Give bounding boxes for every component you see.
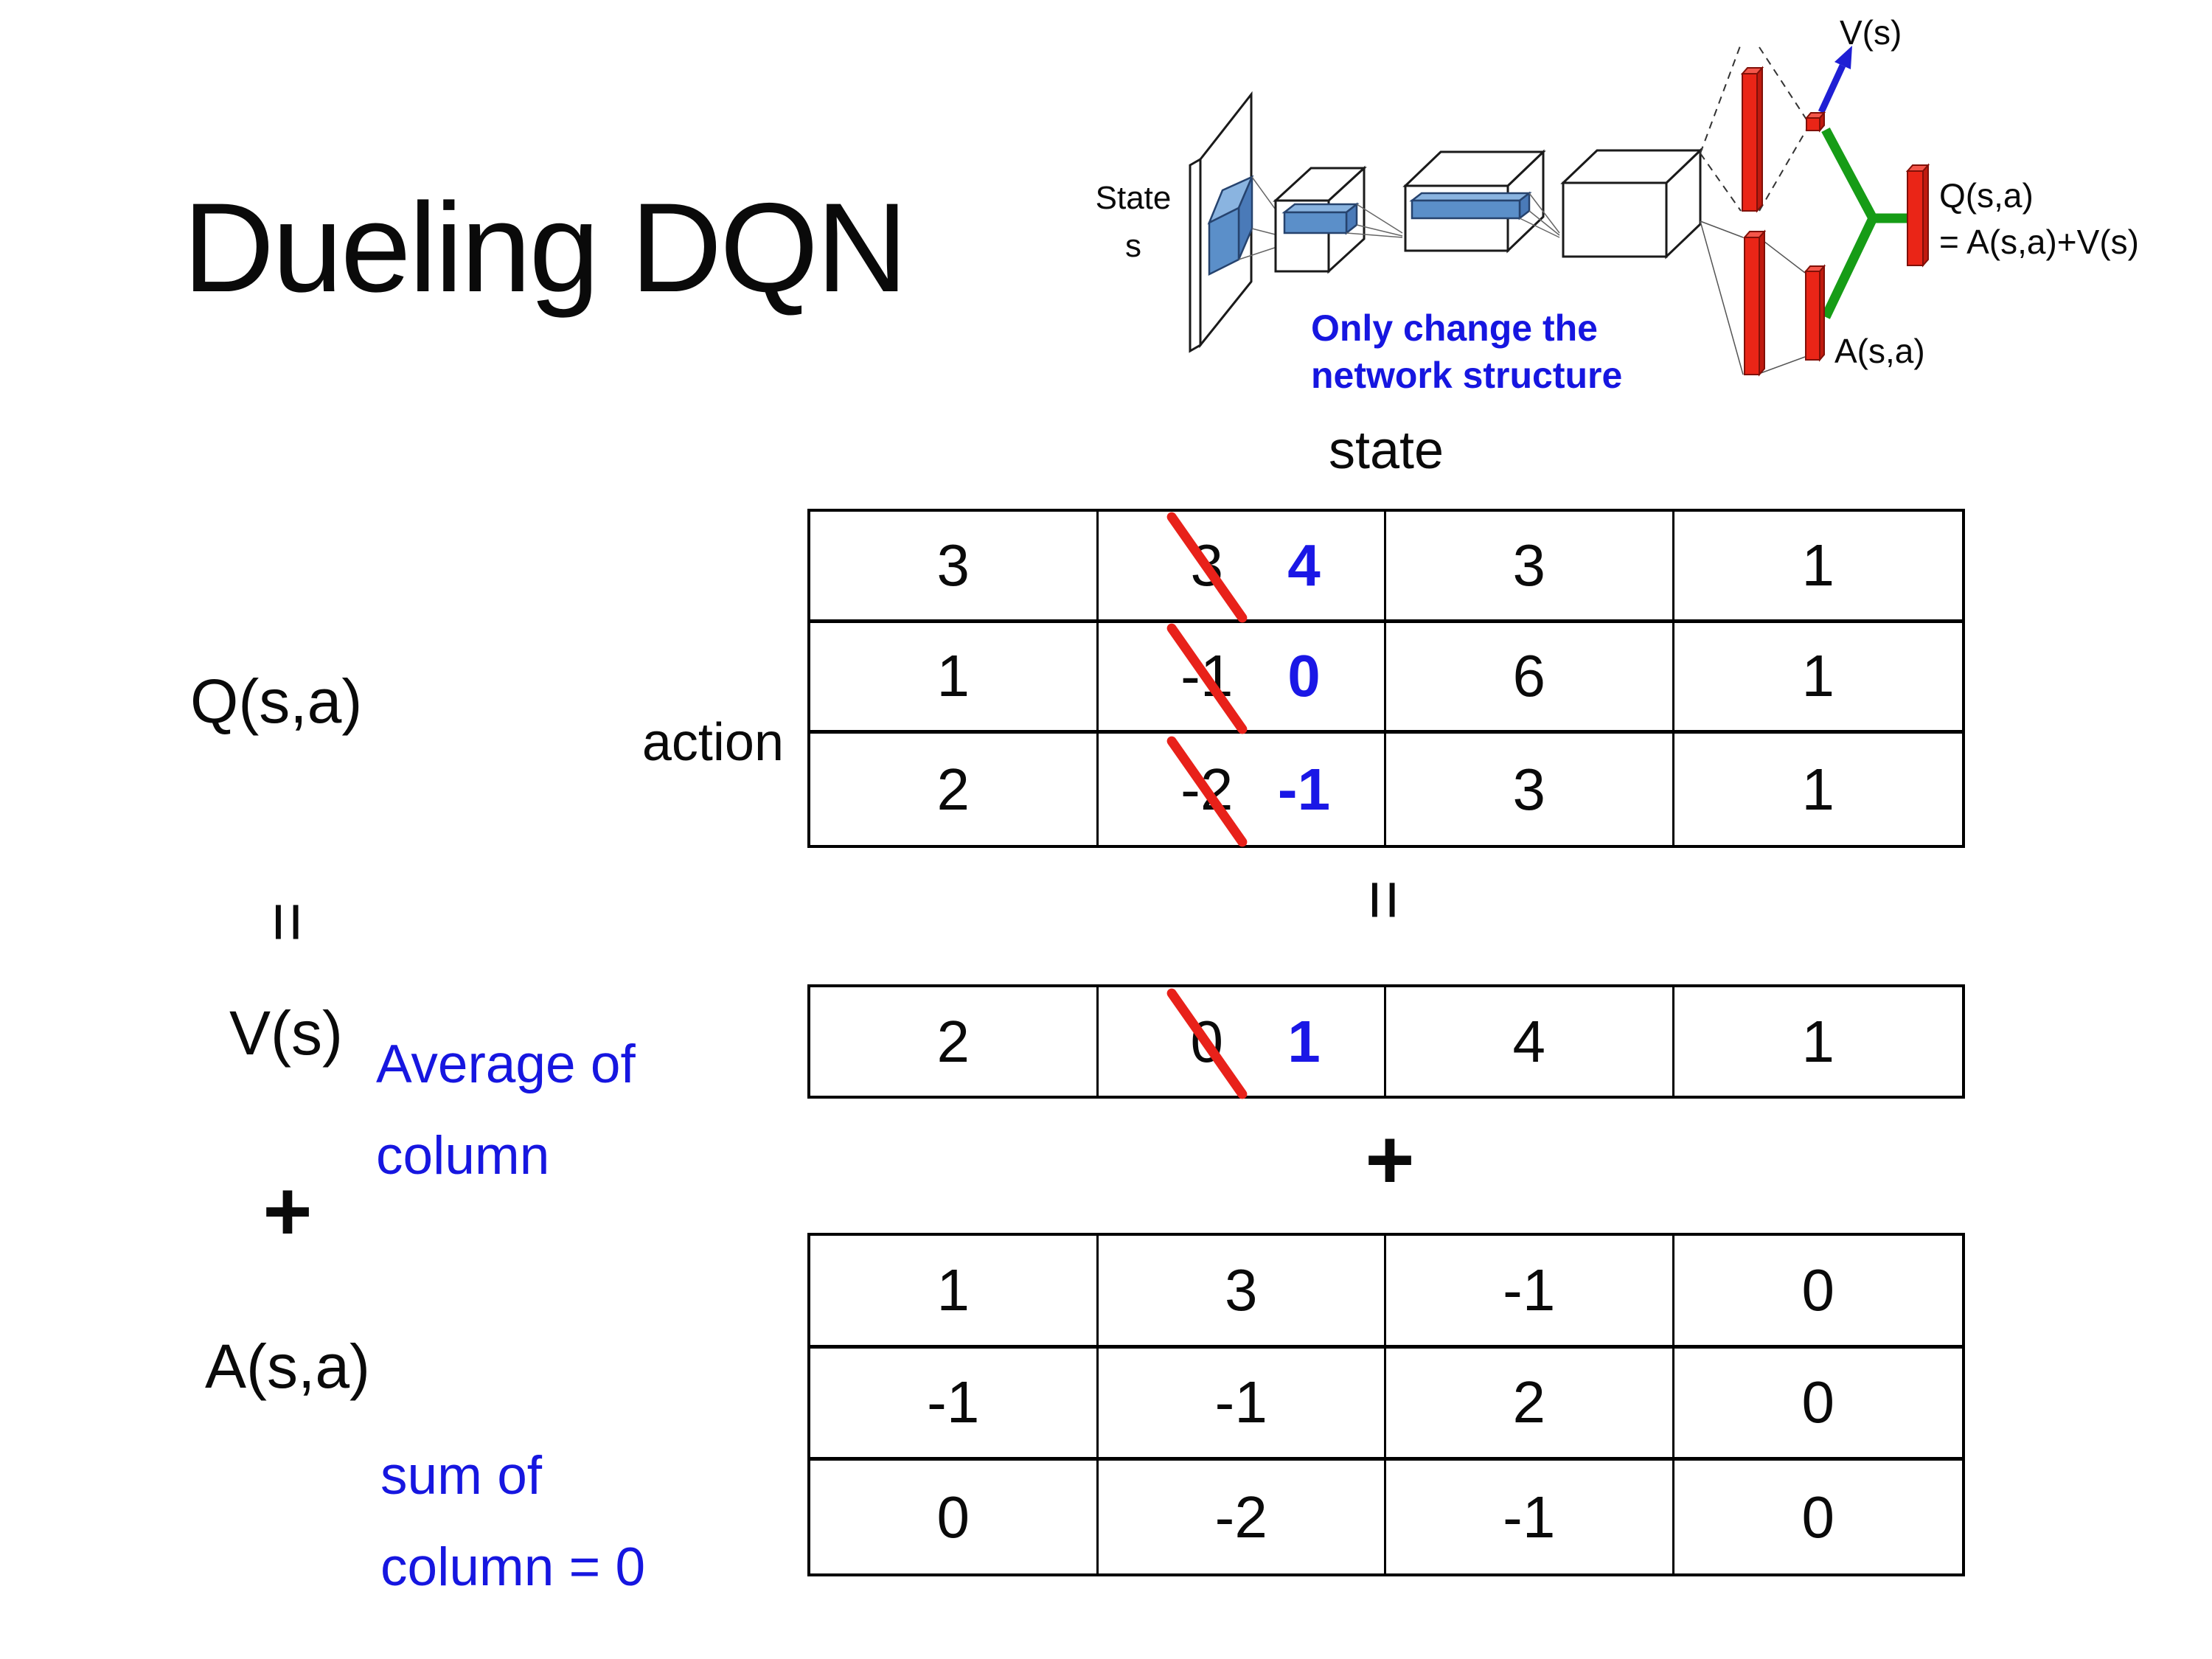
a-cell-r1c3: 0: [1674, 1349, 1962, 1461]
q-cell-r2c0: 2: [810, 734, 1099, 845]
v-output-label: V(s): [1840, 13, 1902, 52]
q-cell-r2c3: 1: [1801, 756, 1835, 822]
v-vector-label: V(s): [229, 998, 343, 1068]
q-output-formula: = A(s,a)+V(s): [1939, 223, 2139, 261]
a-cell-r2c0: 0: [810, 1461, 1099, 1573]
sum-of-column-note: sum of column = 0: [380, 1430, 645, 1613]
a-cell-r0c1: 3: [1098, 1236, 1386, 1349]
state-input-s-label: s: [1125, 228, 1141, 264]
conv-filter-slab-1: [1207, 175, 1254, 276]
value-stream-dashed-lines: [1700, 44, 1807, 212]
q-cell-r2c1: -2 -1: [1099, 734, 1386, 849]
a-cell-r1c2: 2: [1386, 1348, 1674, 1461]
average-of-column-note: Average of column: [376, 1019, 636, 1202]
a-cell-r0c3: 0: [1674, 1236, 1962, 1349]
conv-projection-lines-2: [1346, 204, 1403, 238]
conv-projection-lines-3: [1519, 192, 1560, 238]
v-cell-c0: 2: [810, 987, 1099, 1096]
v-cell-c1: 0 1: [1099, 986, 1386, 1101]
average-note-line2: column: [376, 1126, 550, 1186]
v-value-table: 2 0 1 4 1: [807, 984, 1965, 1101]
a-matrix-label: A(s,a): [205, 1332, 371, 1401]
advantage-stream-lines: [1700, 220, 1806, 375]
a-cell-r2c1: -2: [1099, 1461, 1386, 1573]
a-cell-r0c2: -1: [1386, 1236, 1674, 1349]
value-output-node: [1804, 111, 1826, 133]
q-new-value-r2: -1: [1277, 756, 1331, 822]
q-output-bar: [1905, 163, 1930, 268]
plus-sign-left: +: [262, 1164, 313, 1259]
slide-title: Dueling DQN: [183, 177, 908, 319]
q-cell-r1c3: 1: [1674, 623, 1962, 734]
sum-note-line2: column = 0: [380, 1537, 646, 1597]
a-cell-r1c0: -1: [810, 1348, 1099, 1461]
network-note-line1: Only change the: [1311, 307, 1598, 349]
q-cell-r0c2: 3: [1386, 512, 1674, 623]
conv-layer-box-3: [1560, 147, 1703, 260]
equals-sign-center: =: [1345, 879, 1424, 920]
a-cell-r2c2: -1: [1386, 1461, 1674, 1573]
plus-sign-center: +: [1365, 1113, 1415, 1207]
network-note-line2: network structure: [1311, 355, 1622, 396]
advantage-output-bar: [1804, 264, 1826, 362]
v-cell-c2: 4: [1386, 987, 1674, 1096]
q-new-value-r0: 4: [1287, 532, 1321, 598]
action-axis-label: action: [641, 713, 784, 772]
aggregation-branch: [1821, 127, 1909, 319]
average-note-line1: Average of: [376, 1034, 636, 1094]
v-output-arrow: [1818, 46, 1852, 114]
a-cell-r1c1: -1: [1098, 1348, 1386, 1461]
equals-sign-left: =: [248, 901, 327, 942]
a-value-table: 1 3 -1 0 -1 -1 2 0 0 -2 -1 0: [807, 1233, 1965, 1576]
q-new-value-r1: 0: [1287, 643, 1321, 709]
q-value-table: 3 3 4 3 1 1 -1 0 6 1 2 -2 -1 3 1: [807, 509, 1965, 849]
q-cell-r0c3: 1: [1674, 512, 1962, 623]
a-cell-r2c3: 0: [1801, 1484, 1835, 1550]
sum-note-line1: sum of: [380, 1446, 543, 1506]
v-new-value: 1: [1287, 1008, 1321, 1074]
a-cell-r0c0: 1: [810, 1236, 1099, 1349]
network-architecture-diagram: State s V(s) Q(s,a) = A(s,a)+V(s) A(s,a)…: [1096, 13, 2139, 396]
q-cell-r1c0: 1: [810, 622, 1099, 734]
q-cell-r2c2: 3: [1386, 734, 1674, 845]
value-hidden-bar: [1740, 66, 1764, 213]
advantage-output-label: A(s,a): [1834, 332, 1925, 370]
q-cell-r0c1: 3 4: [1098, 510, 1386, 625]
q-output-label: Q(s,a): [1939, 176, 2034, 215]
conv-filter-slab-2: [1281, 202, 1360, 235]
q-cell-r1c1: -1 0: [1098, 621, 1386, 736]
state-axis-label: state: [1328, 421, 1444, 480]
conv-filter-slab-3: [1409, 191, 1532, 220]
advantage-hidden-bar: [1742, 229, 1767, 377]
q-matrix-label: Q(s,a): [190, 667, 363, 736]
q-cell-r1c2: 6: [1386, 622, 1674, 734]
v-cell-c3: 1: [1801, 1008, 1835, 1074]
q-cell-r0c0: 3: [810, 512, 1099, 623]
state-input-label: State: [1096, 180, 1172, 216]
